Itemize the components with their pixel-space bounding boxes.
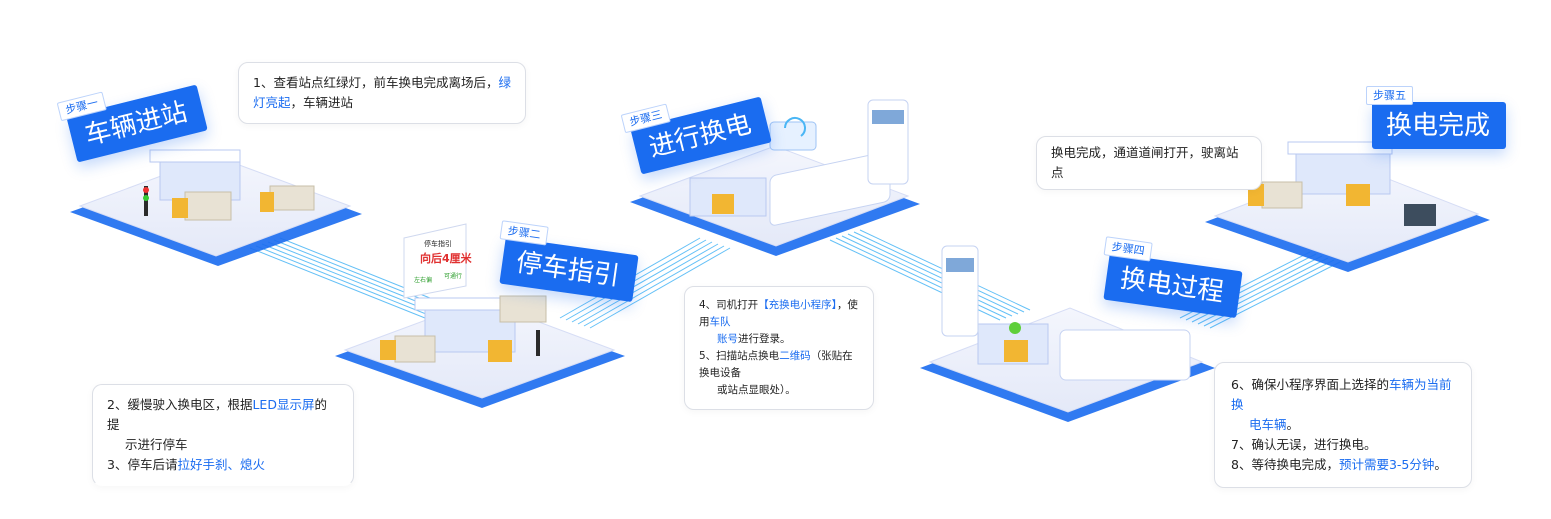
note-1-highlight-b: 灯亮起 — [253, 95, 291, 110]
platform-swap-complete — [1205, 141, 1490, 272]
platform-battery-swap — [630, 99, 920, 256]
platform-vehicle-entry — [70, 149, 362, 266]
note-4-line2-highlight: 电车辆 — [1249, 417, 1287, 432]
note-step-2: 2、缓慢驶入换电区，根据LED显示屏的提 示进行停车 3、停车后请拉好手刹、熄火 — [92, 384, 354, 486]
note-2-line3-highlight: 拉好手刹、熄火 — [177, 457, 265, 472]
note-2-line1-a: 2、缓慢驶入换电区，根据 — [107, 397, 253, 412]
note-3-line1-highlight-b: 车队 — [709, 316, 731, 328]
led-sign-top: 停车指引 — [424, 239, 452, 248]
note-step-5: 换电完成，通道道闸打开，驶离站点 — [1036, 136, 1262, 190]
note-4-line1-highlight: 车辆为当前换 — [1231, 377, 1452, 412]
note-2-line2: 示进行停车 — [125, 437, 188, 452]
note-3-line3-a: 5、扫描站点换电 — [699, 350, 780, 362]
note-3-line2-highlight: 账号 — [717, 333, 738, 345]
step-title-4: 换电过程 — [1118, 263, 1226, 308]
note-3-line3-highlight: 二维码 — [779, 350, 811, 362]
led-sign-main: 向后4厘米 — [420, 251, 473, 265]
note-step-1: 1、查看站点红绿灯，前车换电完成离场后，绿 灯亮起，车辆进站 — [238, 62, 526, 124]
led-sign-left: 左右偏 — [414, 276, 432, 284]
led-guidance-sign: 停车指引 向后4厘米 左右偏 可通行 — [403, 223, 473, 299]
note-2-line1-c: 的提 — [107, 397, 327, 432]
step-title-2: 停车指引 — [514, 247, 622, 292]
note-4-line4-highlight: 预计需要3-5分钟 — [1338, 457, 1435, 472]
note-1-text-a: 1、查看站点红绿灯，前车换电完成离场后， — [253, 75, 499, 90]
note-step-4: 6、确保小程序界面上选择的车辆为当前换 电车辆。 7、确认无误，进行换电。 8、… — [1214, 362, 1472, 488]
note-step-3: 4、司机打开【充换电小程序】，使用车队 账号进行登录。 5、扫描站点换电二维码（… — [684, 286, 874, 410]
note-3-line1-highlight: 【充换电小程序】 — [758, 299, 837, 311]
platform-parking-guide — [335, 295, 625, 408]
led-sign-right: 可通行 — [444, 272, 462, 280]
note-4-line3: 7、确认无误，进行换电。 — [1231, 437, 1377, 452]
note-3-line2-b: 进行登录。 — [738, 333, 791, 345]
note-2-line3-a: 3、停车后请 — [107, 457, 178, 472]
step-tag-5: 步骤五 换电完成 — [1366, 86, 1507, 149]
note-4-line4-c: 。 — [1434, 457, 1447, 472]
note-1-text-b: ，车辆进站 — [290, 95, 354, 110]
note-2-line1-highlight: LED显示屏 — [252, 397, 315, 412]
note-3-line1-c: ，使用 — [699, 299, 858, 328]
platform-swap-process — [920, 245, 1215, 422]
note-4-line1-a: 6、确保小程序界面上选择的 — [1231, 377, 1389, 392]
note-3-line4: 或站点显眼处）。 — [717, 384, 796, 396]
note-1-highlight-a: 绿 — [498, 75, 511, 90]
note-5-text: 换电完成，通道道闸打开，驶离站点 — [1051, 145, 1239, 180]
note-4-line4-a: 8、等待换电完成， — [1231, 457, 1339, 472]
step-title-5: 换电完成 — [1386, 111, 1491, 141]
note-4-line2-c: 。 — [1286, 417, 1300, 432]
step-label-5: 步骤五 — [1366, 86, 1413, 106]
note-3-line1-a: 4、司机打开 — [699, 299, 759, 311]
note-3-line3-c: （张贴在换电设备 — [699, 350, 853, 379]
